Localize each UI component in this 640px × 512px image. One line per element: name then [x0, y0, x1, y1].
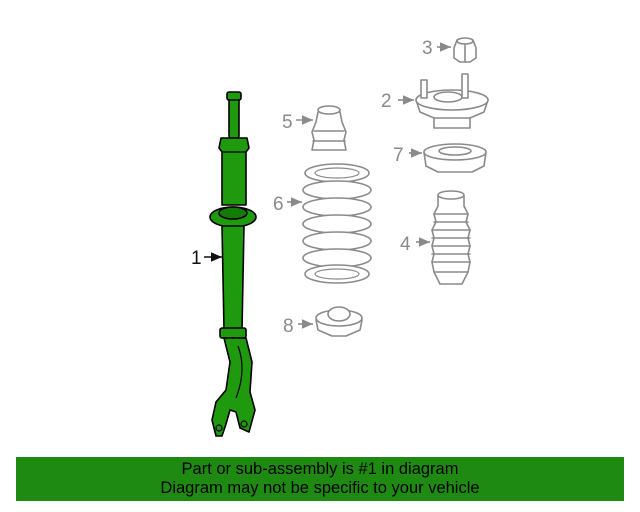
callout-1-label: 1	[191, 248, 202, 269]
coil-spring-part-6[interactable]	[302, 163, 372, 284]
banner-line-1: Part or sub-assembly is #1 in diagram	[181, 460, 459, 478]
lower-spring-seat-part-8[interactable]	[315, 306, 363, 337]
callout-2-label: 2	[381, 91, 392, 112]
callout-5-label: 5	[282, 112, 293, 133]
banner-line-2: Diagram may not be specific to your vehi…	[160, 479, 480, 497]
callout-4-label: 4	[400, 234, 411, 255]
bump-stop-part-5[interactable]	[311, 105, 347, 151]
callout-6-label: 6	[273, 194, 284, 215]
spring-insulator-part-7[interactable]	[423, 143, 487, 173]
callout-7-label: 7	[393, 145, 404, 166]
callout-8-label: 8	[283, 316, 294, 337]
nut-part-3[interactable]	[453, 37, 477, 63]
strut-assembly-part-1[interactable]	[209, 91, 257, 437]
callout-3-label: 3	[422, 38, 433, 59]
dust-boot-part-4[interactable]	[431, 190, 471, 285]
info-banner: Part or sub-assembly is #1 in diagram Di…	[16, 457, 624, 501]
strut-mount-part-2[interactable]	[415, 73, 489, 129]
